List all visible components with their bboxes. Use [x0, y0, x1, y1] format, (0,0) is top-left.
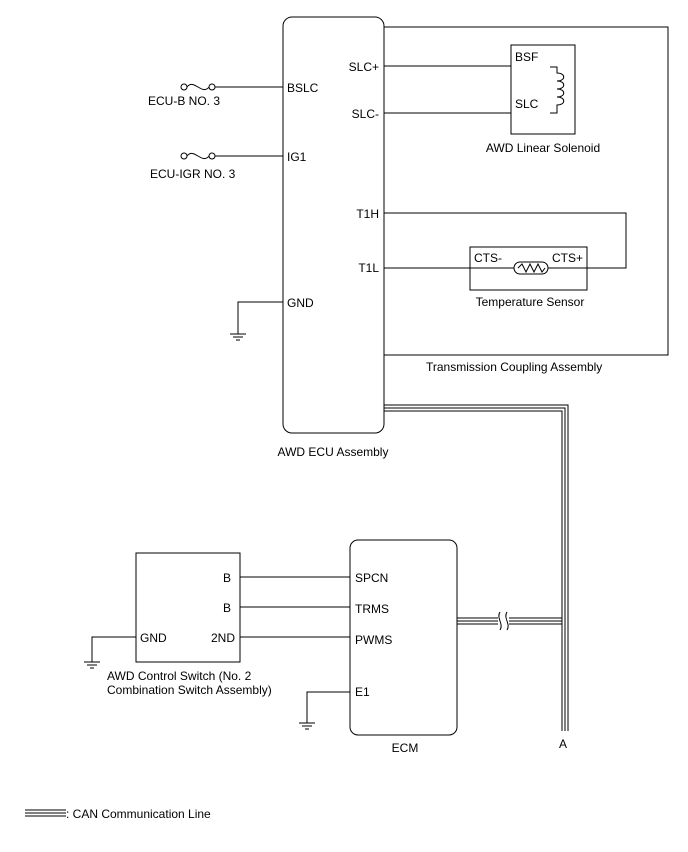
pin-slc-plus: SLC+: [349, 60, 379, 74]
temp-pin-plus: CTS+: [552, 251, 583, 265]
fuse-ecu-b-label: ECU-B NO. 3: [148, 94, 220, 108]
awd-switch-label-line1: AWD Control Switch (No. 2: [107, 669, 252, 683]
awd-ecu-box: [282, 16, 385, 434]
fuse-terminal-icon: [208, 83, 216, 91]
temp-sensor-label: Temperature Sensor: [476, 295, 585, 309]
fuse-terminal-icon: [208, 152, 216, 160]
temp-pin-minus: CTS-: [474, 251, 502, 265]
legend: : CAN Communication Line: [25, 807, 211, 821]
pin-bslc: BSLC: [287, 81, 319, 95]
solenoid-box: [510, 44, 576, 135]
fuse-icon: [186, 83, 210, 91]
ground-icon: [84, 661, 100, 669]
awd-ecu-label: AWD ECU Assembly: [278, 445, 389, 459]
awd-control-switch: B B 2ND GND AWD Control Switch (No. 2 Co…: [84, 552, 272, 697]
wire-switch-gnd: [91, 636, 136, 662]
transmission-coupling-box: [384, 26, 669, 356]
awd-switch-label-line2: Combination Switch Assembly): [107, 683, 272, 697]
wire-t1h: [384, 212, 627, 269]
wire-ecm-e1: [306, 691, 350, 723]
transmission-coupling: Transmission Coupling Assembly BSF SLC A…: [384, 26, 669, 374]
fuse-ecu-igr: ECU-IGR NO. 3: [150, 152, 283, 181]
pin-ig1: IG1: [287, 150, 307, 164]
ground-icon: [299, 722, 315, 730]
fuse-icon: [186, 152, 210, 160]
fuse-terminal-icon: [180, 152, 188, 160]
ecm-pin-trms: TRMS: [355, 602, 389, 616]
ecu-ground: [230, 301, 283, 341]
solenoid-pin-slc: SLC: [515, 97, 539, 111]
transmission-coupling-label: Transmission Coupling Assembly: [426, 360, 602, 374]
fuse-ecu-igr-label: ECU-IGR NO. 3: [150, 167, 236, 181]
ground-icon: [230, 333, 246, 341]
fuse-terminal-icon: [180, 83, 188, 91]
thermistor-icon: [513, 261, 549, 275]
switch-pin-2nd: 2ND: [211, 631, 235, 645]
ecm-pin-e1: E1: [355, 685, 370, 699]
wire-ecu-gnd: [237, 301, 283, 334]
ecm-label: ECM: [392, 741, 419, 755]
pin-t1h: T1H: [356, 207, 379, 221]
temperature-sensor: CTS- CTS+ Temperature Sensor: [469, 246, 588, 309]
pin-t1l: T1L: [358, 261, 379, 275]
can-branch-label: A: [559, 737, 567, 751]
pin-gnd-ecu: GND: [287, 296, 314, 310]
can-line-middle: [384, 407, 566, 731]
solenoid-pin-bsf: BSF: [515, 50, 538, 64]
legend-can-label: : CAN Communication Line: [66, 807, 211, 821]
solenoid-label: AWD Linear Solenoid: [486, 141, 600, 155]
switch-pin-b1: B: [223, 571, 231, 585]
awd-linear-solenoid: BSF SLC AWD Linear Solenoid: [486, 44, 600, 155]
thermistor-zigzag: [517, 262, 546, 274]
can-bus: A: [384, 404, 569, 751]
pin-slc-minus: SLC-: [352, 107, 379, 121]
fuse-ecu-b: ECU-B NO. 3: [148, 83, 283, 108]
awd-ecu: AWD ECU Assembly BSLC IG1 GND SLC+ SLC- …: [278, 16, 389, 459]
ecm: ECM SPCN TRMS PWMS E1: [299, 539, 458, 755]
ecm-pin-pwms: PWMS: [355, 633, 392, 647]
switch-pin-gnd: GND: [140, 631, 167, 645]
coil-icon: [550, 66, 565, 114]
can-line-outer: [384, 404, 569, 731]
ecm-pin-spcn: SPCN: [355, 571, 388, 585]
awd-switch-box: [135, 552, 241, 663]
can-break-icon: [498, 611, 509, 631]
switch-pin-b2: B: [223, 601, 231, 615]
